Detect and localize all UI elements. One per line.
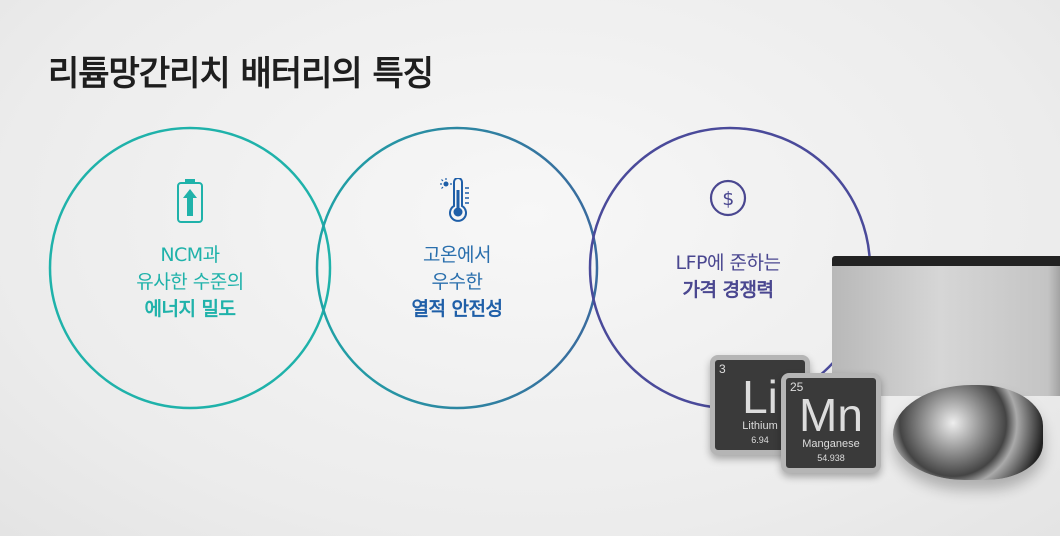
feature-highlight: 가격 경쟁력 xyxy=(682,279,774,301)
feature-text: NCM과 xyxy=(160,244,220,266)
battery-cell-image xyxy=(832,256,1060,396)
atomic-weight: 6.94 xyxy=(751,435,769,445)
atomic-weight: 54.938 xyxy=(817,453,845,463)
feature-text: 유사한 수준의 xyxy=(136,271,244,293)
feature-highlight: 열적 안전성 xyxy=(411,298,503,320)
atomic-number: 3 xyxy=(719,362,726,376)
mineral-rock-image xyxy=(893,385,1043,480)
circle-energy xyxy=(48,126,332,410)
circle-safety xyxy=(315,126,599,410)
feature-thermal-safety: 고온에서 우수한 열적 안전성 xyxy=(337,178,577,323)
feature-text: LFP에 준하는 xyxy=(675,252,781,274)
dollar-icon: $ xyxy=(608,178,848,224)
element-symbol: Mn xyxy=(799,389,863,441)
feature-text: 우수한 xyxy=(431,271,483,293)
thermometer-icon xyxy=(337,178,577,224)
element-name: Lithium xyxy=(742,420,778,432)
element-name: Manganese xyxy=(802,438,860,450)
feature-energy-density: NCM과 유사한 수준의 에너지 밀도 xyxy=(70,178,310,323)
feature-price: $ LFP에 준하는 가격 경쟁력 xyxy=(608,178,848,304)
element-symbol: Li xyxy=(742,371,778,423)
feature-highlight: 에너지 밀도 xyxy=(144,298,236,320)
svg-text:$: $ xyxy=(722,188,734,210)
battery-charge-icon xyxy=(70,178,310,224)
page-title: 리튬망간리치 배터리의 특징 xyxy=(48,54,434,94)
atomic-number: 25 xyxy=(790,380,804,394)
element-tile-manganese: 25 Mn Manganese 54.938 xyxy=(781,373,881,473)
feature-text: 고온에서 xyxy=(423,244,491,266)
